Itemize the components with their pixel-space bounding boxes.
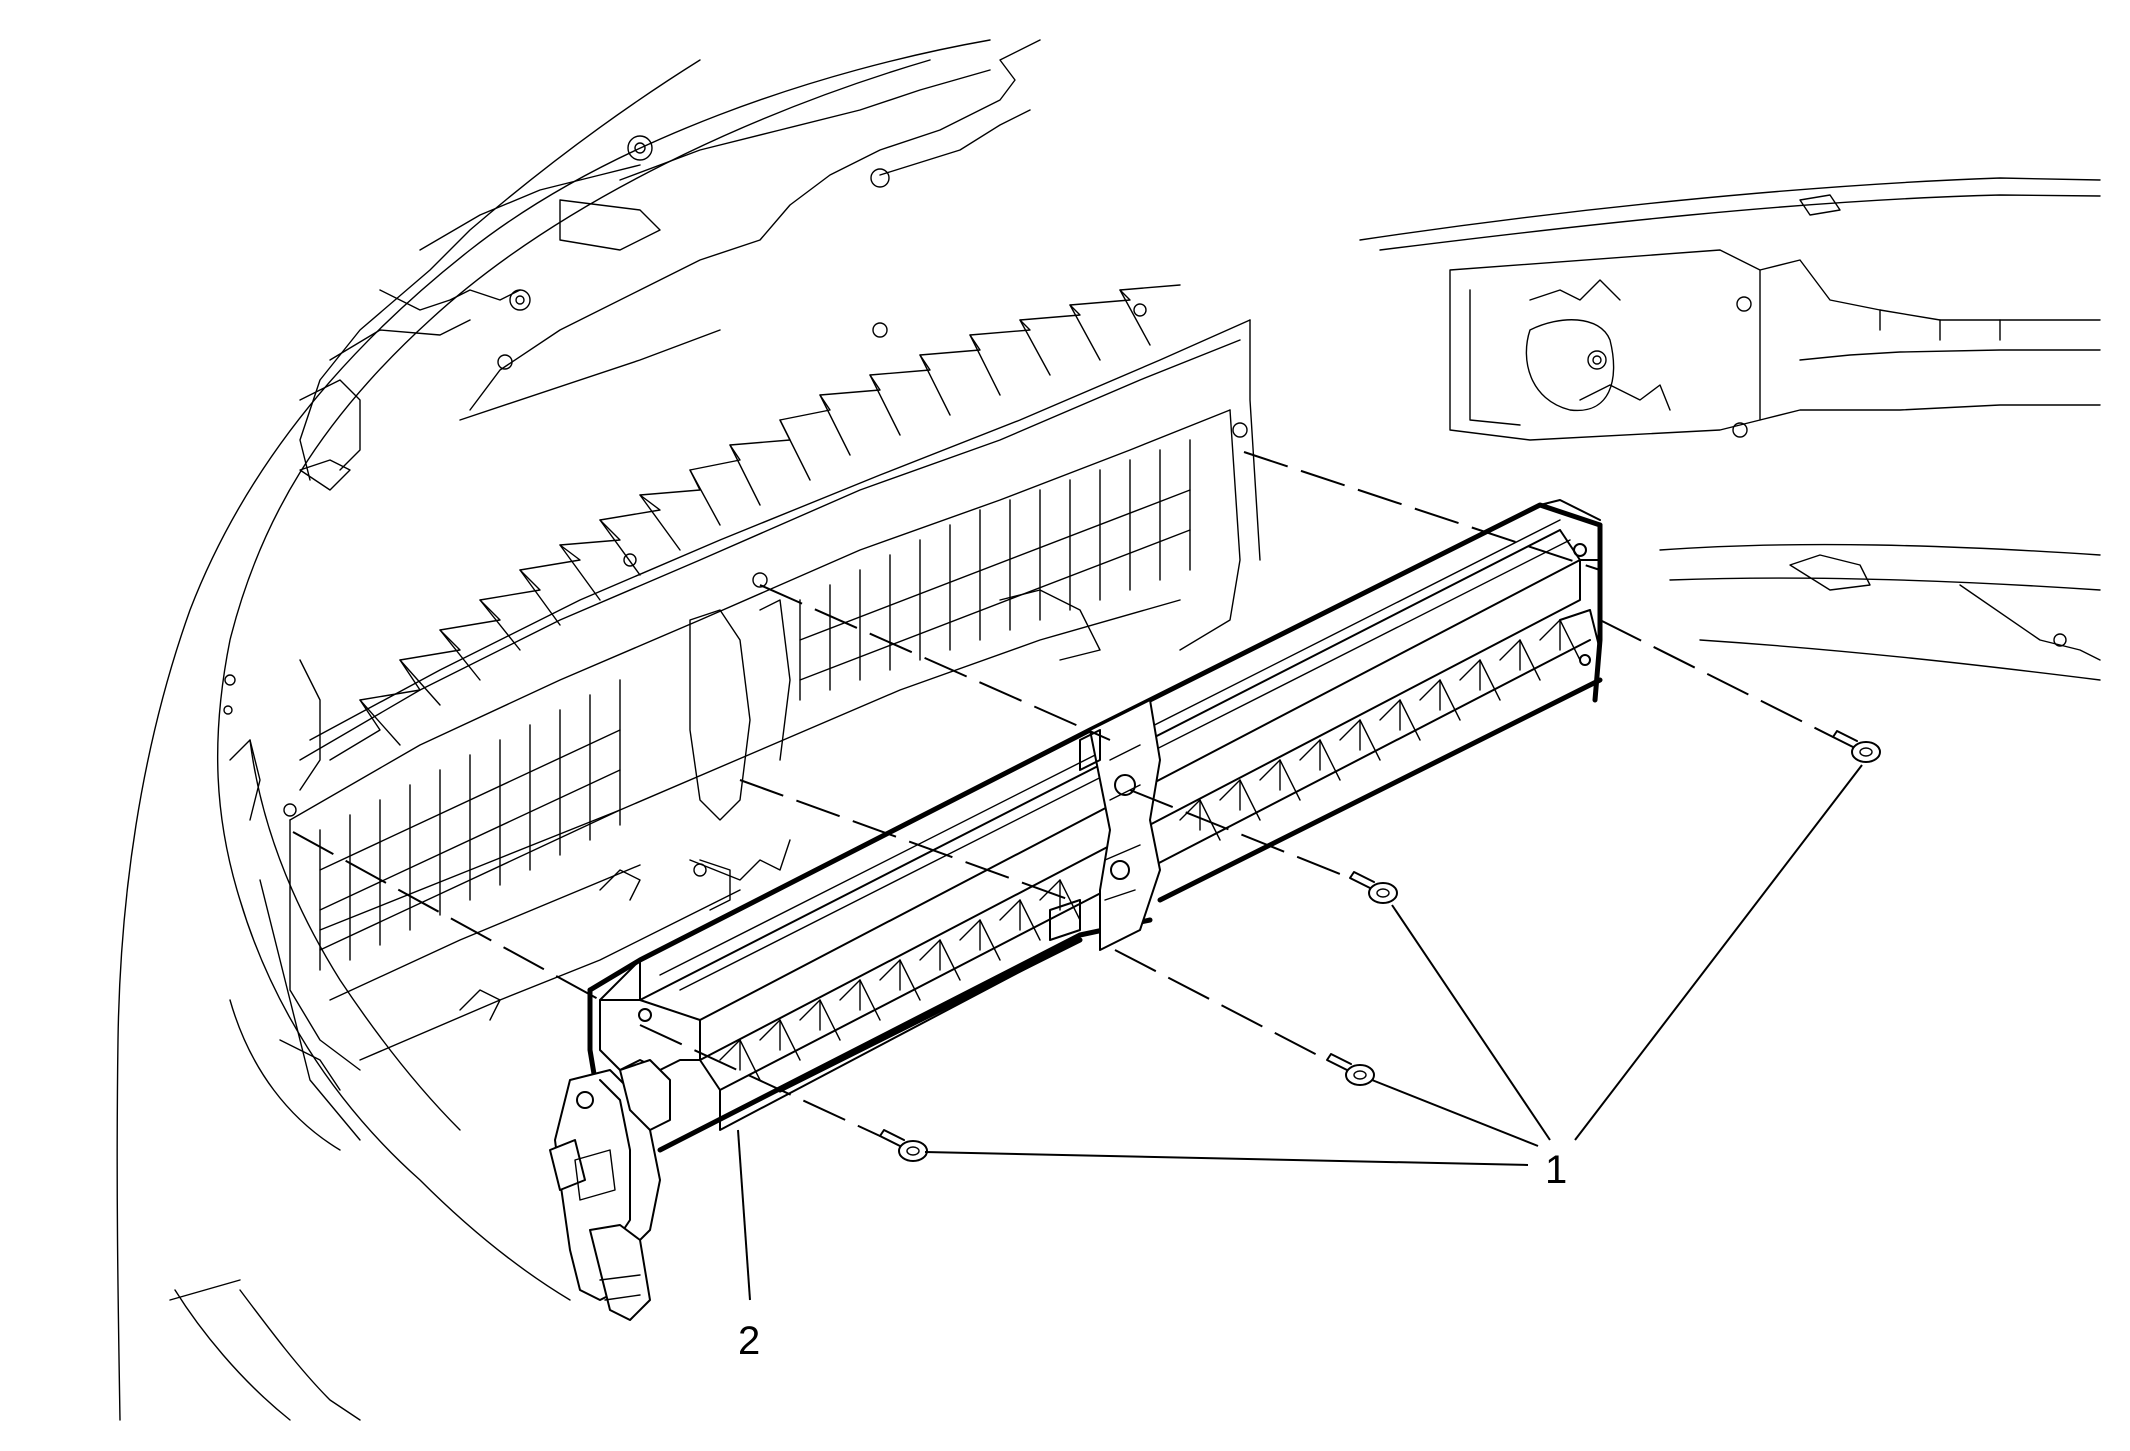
leader-line-1 — [1371, 1079, 1539, 1147]
alignment-line — [292, 831, 601, 1001]
fastener-4 — [1832, 730, 1881, 763]
fasteners — [879, 730, 1881, 1162]
alignment-line — [1243, 451, 1601, 571]
fastener-1 — [879, 1129, 928, 1162]
callout-2: 2 — [738, 1319, 760, 1363]
grille-mesh — [319, 439, 1191, 971]
shutter-assembly — [587, 499, 1610, 1170]
leader-lines — [737, 764, 1863, 1301]
leader-line-1 — [1391, 904, 1551, 1141]
alignment-line — [1129, 789, 1351, 879]
alignment-line — [759, 584, 1111, 741]
callout-1: 1 — [1545, 1148, 1567, 1192]
fastener-3 — [1349, 871, 1398, 904]
alignment-line — [1599, 619, 1834, 738]
leader-line-2 — [737, 1129, 751, 1301]
grille-opening-frame — [283, 284, 1261, 1071]
vehicle-body — [116, 39, 1041, 1421]
crossmember-truss — [329, 284, 1181, 761]
center-bracket — [1049, 699, 1161, 951]
fastener-2 — [1326, 1053, 1375, 1086]
alignment-line — [639, 1024, 881, 1137]
alignment-line — [1114, 949, 1328, 1061]
bumper-fascia — [1359, 177, 2101, 681]
shutter-vanes — [719, 619, 1581, 1081]
alignment-lines — [292, 451, 1834, 1137]
leader-line-1 — [924, 1151, 1529, 1166]
shutter-actuator — [549, 1059, 671, 1321]
leader-line-1 — [1574, 764, 1863, 1141]
